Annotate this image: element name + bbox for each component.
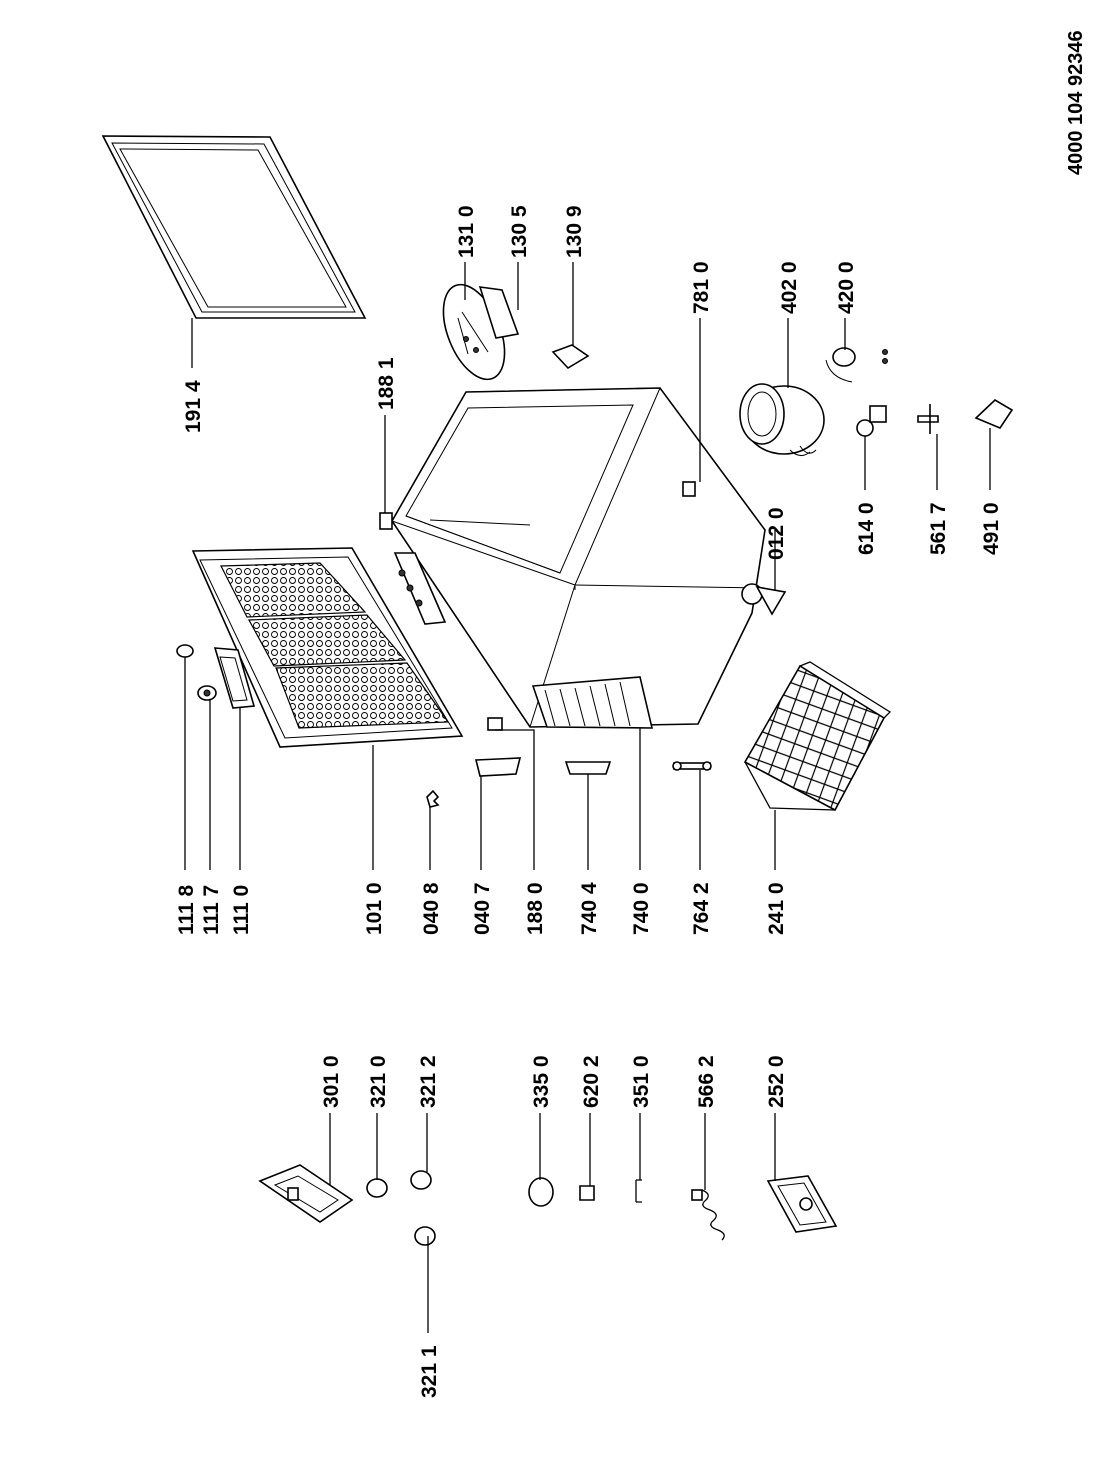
label-781-0: 781 0 xyxy=(690,261,713,314)
label-614-0: 614 0 xyxy=(855,502,878,555)
leader-lines xyxy=(184,262,991,1333)
thermostat-parts-drawing xyxy=(258,1164,838,1246)
label-111-8: 111 8 xyxy=(175,884,198,935)
label-764-2: 764 2 xyxy=(690,882,713,935)
hinge-parts-drawing xyxy=(176,644,256,709)
relay-capacitor-drawing xyxy=(825,347,1014,437)
label-111-7: 111 7 xyxy=(200,885,223,935)
label-101-0: 101 0 xyxy=(363,882,386,935)
label-566-2: 566 2 xyxy=(695,1055,718,1108)
label-191-4: 191 4 xyxy=(182,380,205,433)
label-740-4: 740 4 xyxy=(578,882,601,935)
label-321-1: 321 1 xyxy=(418,1345,441,1398)
part-labels: 321 1 301 0 321 0 321 2 335 0 620 2 351 … xyxy=(175,205,1003,1398)
basket-drawing xyxy=(743,661,892,812)
label-351-0: 351 0 xyxy=(630,1055,653,1108)
label-335-0: 335 0 xyxy=(530,1055,553,1108)
handle-parts-drawing xyxy=(442,283,590,381)
label-740-0: 740 0 xyxy=(630,882,653,935)
door-drawing xyxy=(191,547,464,748)
label-188-1: 188 1 xyxy=(375,357,398,410)
label-111-0: 111 0 xyxy=(230,885,253,935)
label-040-7: 040 7 xyxy=(471,882,494,935)
label-188-0: 188 0 xyxy=(524,882,547,935)
document-number: 4000 104 92346 xyxy=(1065,30,1087,175)
label-040-8: 040 8 xyxy=(420,882,443,935)
label-420-0: 420 0 xyxy=(835,261,858,314)
label-491-0: 491 0 xyxy=(980,502,1003,555)
label-561-7: 561 7 xyxy=(927,502,950,555)
label-130-5: 130 5 xyxy=(508,205,531,258)
label-620-2: 620 2 xyxy=(580,1055,603,1108)
label-321-2: 321 2 xyxy=(417,1055,440,1108)
small-parts-middle xyxy=(426,757,712,808)
label-321-0: 321 0 xyxy=(367,1055,390,1108)
label-252-0: 252 0 xyxy=(765,1055,788,1108)
label-402-0: 402 0 xyxy=(778,261,801,314)
compressor-drawing xyxy=(739,383,825,456)
label-012-0: 012 0 xyxy=(765,507,788,560)
door-gasket-drawing xyxy=(101,135,367,319)
label-301-0: 301 0 xyxy=(320,1055,343,1108)
cabinet-drawing xyxy=(379,387,787,731)
label-241-0: 241 0 xyxy=(765,882,788,935)
label-131-0: 131 0 xyxy=(455,205,478,258)
label-130-9: 130 9 xyxy=(563,205,586,258)
